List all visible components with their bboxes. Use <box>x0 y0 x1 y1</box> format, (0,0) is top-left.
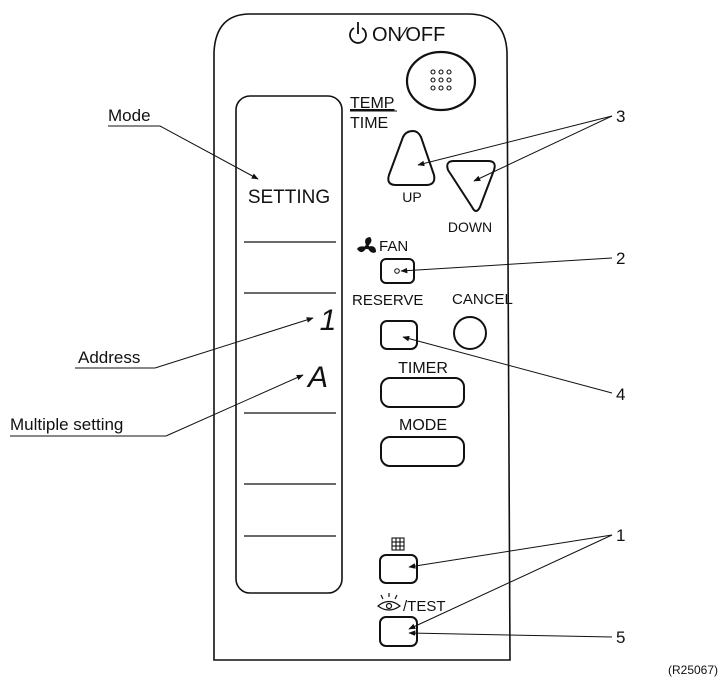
test-button[interactable] <box>379 616 418 647</box>
fan-button[interactable] <box>380 258 415 284</box>
callout-3-leader-up <box>417 115 613 167</box>
on-off-label: ON∕OFF <box>372 24 445 46</box>
cancel-label: CANCEL <box>452 291 513 308</box>
callout-1-leader-filter <box>408 534 613 569</box>
filter-button[interactable] <box>379 554 418 584</box>
display-setting-text: SETTING <box>248 187 330 208</box>
power-icon <box>349 22 367 44</box>
figure-reference: (R25067) <box>668 663 718 677</box>
reserve-button[interactable] <box>380 320 418 350</box>
callout-1: 1 <box>616 526 625 545</box>
speaker-grille-icon <box>430 69 452 91</box>
grid-icon <box>391 537 405 551</box>
callout-multiple-label: Multiple setting <box>10 415 123 434</box>
callout-4: 4 <box>616 385 625 404</box>
callout-mode-leader <box>159 125 259 180</box>
callout-address-label: Address <box>78 348 140 367</box>
up-label: UP <box>402 189 421 205</box>
callout-5: 5 <box>616 628 625 647</box>
down-button[interactable] <box>446 160 496 212</box>
fan-label: FAN <box>379 238 408 255</box>
cancel-button[interactable] <box>453 316 487 350</box>
callout-4-leader <box>402 335 613 394</box>
fan-icon <box>357 237 376 253</box>
callout-2-leader <box>400 257 613 274</box>
callout-multiple-leader <box>165 374 304 437</box>
callout-3-leader-down <box>473 115 613 182</box>
callout-mode-label: Mode <box>108 106 151 125</box>
callout-3: 3 <box>616 107 625 126</box>
temp-label: TEMP <box>350 95 394 112</box>
down-label: DOWN <box>448 219 492 235</box>
mode-label: MODE <box>399 417 447 434</box>
eye-icon <box>377 593 401 611</box>
reserve-label: RESERVE <box>352 292 423 309</box>
callout-1-leader-test <box>408 534 613 630</box>
callout-address-leader <box>154 317 314 369</box>
time-label: TIME <box>350 115 388 132</box>
test-label: /TEST <box>403 598 446 615</box>
callout-2: 2 <box>616 249 625 268</box>
display-address-digit: 1 <box>320 304 337 337</box>
callout-5-leader <box>408 630 613 638</box>
up-button[interactable] <box>387 129 436 186</box>
on-off-button[interactable] <box>405 50 477 112</box>
lcd-display: SETTING 1 A <box>235 95 343 594</box>
display-multiple-digit: A <box>306 361 328 394</box>
mode-button[interactable] <box>380 436 465 467</box>
timer-button[interactable] <box>380 377 465 408</box>
timer-label: TIMER <box>398 360 448 377</box>
